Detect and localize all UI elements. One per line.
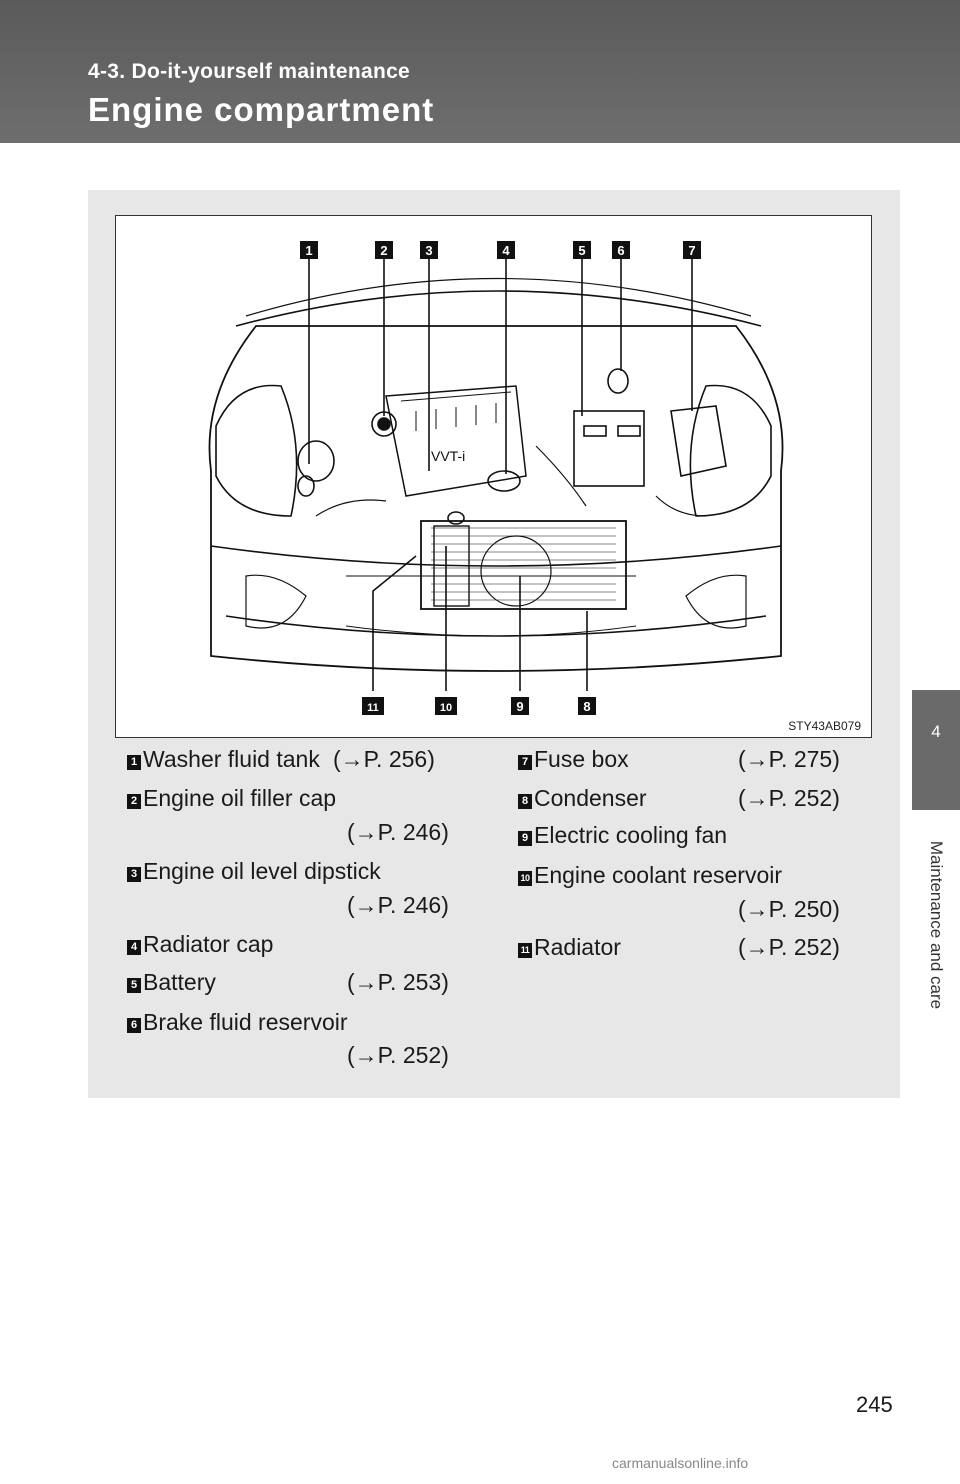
svg-text:10: 10 <box>440 702 452 714</box>
legend-ref-11[interactable]: (→P. 252) <box>738 934 840 960</box>
svg-text:9: 9 <box>516 699 523 714</box>
svg-text:8: 8 <box>583 699 590 714</box>
svg-text:4: 4 <box>502 243 510 258</box>
svg-text:2: 2 <box>380 243 387 258</box>
callout-3: 3 <box>420 241 438 259</box>
legend-label: Engine oil level dipstick <box>143 858 381 884</box>
chapter-title-vertical: Maintenance and care <box>912 820 960 1030</box>
legend-label: Washer fluid tank <box>143 746 320 772</box>
figure-code: STY43AB079 <box>788 719 861 733</box>
chapter-tab[interactable]: 4 <box>912 690 960 810</box>
legend-ref-6[interactable]: (→P. 252) <box>347 1042 449 1068</box>
legend-number: 1 <box>127 755 141 770</box>
callout-5: 5 <box>573 241 591 259</box>
callout-10: 10 <box>435 697 457 715</box>
legend-ref-1[interactable]: (→P. 256) <box>333 746 435 772</box>
legend-label: Condenser <box>534 785 647 811</box>
callout-6: 6 <box>612 241 630 259</box>
legend-number: 11 <box>518 943 532 958</box>
legend-number: 5 <box>127 978 141 993</box>
callout-4: 4 <box>497 241 515 259</box>
legend-number: 3 <box>127 867 141 882</box>
legend-label: Radiator <box>534 934 621 960</box>
legend-number: 8 <box>518 794 532 809</box>
callout-9: 9 <box>511 697 529 715</box>
svg-text:5: 5 <box>578 243 585 258</box>
legend-number: 10 <box>518 871 532 886</box>
engine-illustration: VVT-i <box>115 215 872 738</box>
callout-7: 7 <box>683 241 701 259</box>
page-title: Engine compartment <box>88 91 435 128</box>
legend-label: Fuse box <box>534 746 629 772</box>
section-label: 4-3. Do-it-yourself maintenance <box>88 60 411 83</box>
legend-label: Electric cooling fan <box>534 822 728 848</box>
engine-drawing: VVT-i <box>208 241 784 715</box>
legend-ref-2[interactable]: (→P. 246) <box>347 819 449 845</box>
svg-text:6: 6 <box>617 243 624 258</box>
legend-label: Brake fluid reservoir <box>143 1009 348 1035</box>
chapter-title: Maintenance and care <box>927 840 946 1010</box>
legend-number: 6 <box>127 1018 141 1033</box>
callout-8: 8 <box>578 697 596 715</box>
footer-watermark: carmanualsonline.info <box>612 1455 749 1471</box>
legend-number: 7 <box>518 755 532 770</box>
chapter-number: 4 <box>931 722 941 741</box>
legend-number: 4 <box>127 940 141 955</box>
svg-text:1: 1 <box>305 243 312 258</box>
legend-number: 2 <box>127 794 141 809</box>
callout-11: 11 <box>362 697 384 715</box>
svg-text:7: 7 <box>688 243 695 258</box>
page-header: 4-3. Do-it-yourself maintenance Engine c… <box>0 0 960 143</box>
svg-text:VVT-i: VVT-i <box>431 448 465 464</box>
legend-number: 9 <box>518 831 532 846</box>
callout-1: 1 <box>300 241 318 259</box>
svg-text:11: 11 <box>367 702 379 714</box>
legend-ref-3[interactable]: (→P. 246) <box>347 892 449 918</box>
svg-text:3: 3 <box>425 243 432 258</box>
page-number: 245 <box>856 1392 893 1417</box>
legend-label: Radiator cap <box>143 931 274 957</box>
legend-label: Engine oil filler cap <box>143 785 337 811</box>
callout-2: 2 <box>375 241 393 259</box>
legend-ref-7[interactable]: (→P. 275) <box>738 746 840 772</box>
legend-label: Battery <box>143 969 216 995</box>
legend-ref-8[interactable]: (→P. 252) <box>738 785 840 811</box>
legend-label: Engine coolant reservoir <box>534 862 783 888</box>
legend-ref-5[interactable]: (→P. 253) <box>347 969 449 995</box>
legend-ref-10[interactable]: (→P. 250) <box>738 896 840 922</box>
